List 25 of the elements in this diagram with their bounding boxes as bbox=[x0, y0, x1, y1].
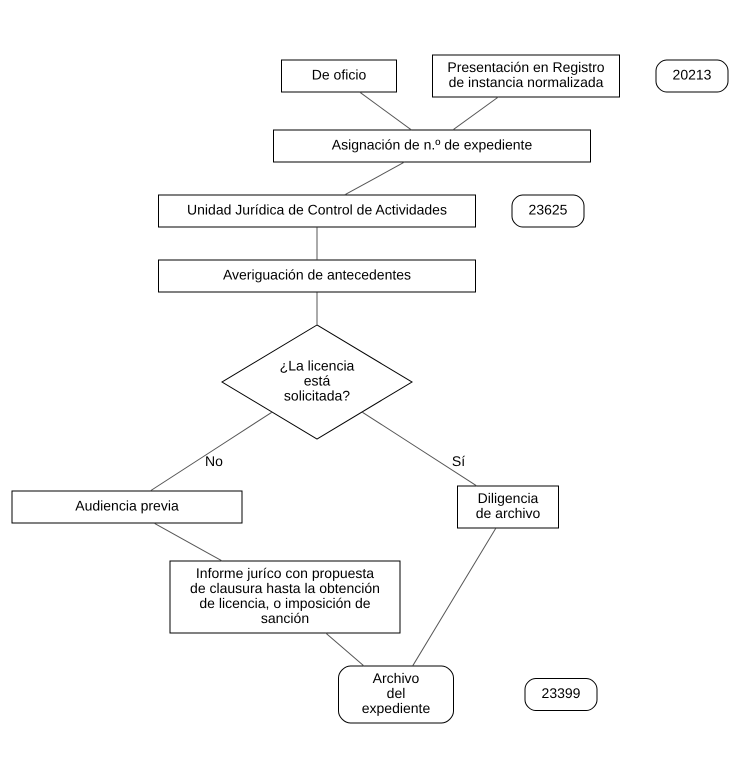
node-box: 23625 bbox=[512, 194, 584, 227]
connector bbox=[154, 522, 223, 561]
node-box: Informe juríco con propuesta de clausura hasta la obtención de licencia, o imposición de sanción bbox=[170, 560, 400, 633]
node-box: 20213 bbox=[656, 59, 728, 92]
connector bbox=[362, 411, 478, 486]
connector bbox=[344, 161, 405, 195]
edge-label: Sí bbox=[452, 452, 466, 469]
node-box: Presentación en Registro de instancia normalizada bbox=[432, 54, 620, 97]
connector bbox=[316, 226, 318, 260]
node-diamond: ¿La licencia está solicitada? bbox=[221, 324, 413, 440]
connector bbox=[452, 96, 499, 130]
node-box: 23399 bbox=[524, 678, 598, 710]
connector bbox=[325, 632, 364, 666]
connector bbox=[316, 291, 318, 325]
node-box: Asignación de n.º de expediente bbox=[273, 129, 591, 162]
edge-label: No bbox=[205, 452, 223, 469]
node-box: Audiencia previa bbox=[12, 490, 242, 523]
node-box: Unidad Jurídica de Control de Actividades bbox=[158, 194, 476, 227]
connector bbox=[150, 411, 272, 491]
connector bbox=[412, 527, 496, 666]
node-box: Averiguación de antecedentes bbox=[158, 259, 476, 292]
node-box: De oficio bbox=[281, 59, 397, 92]
node-box: Archivo del expediente bbox=[338, 665, 454, 723]
node-box: Diligencia de archivo bbox=[457, 485, 559, 528]
connector bbox=[359, 91, 412, 130]
